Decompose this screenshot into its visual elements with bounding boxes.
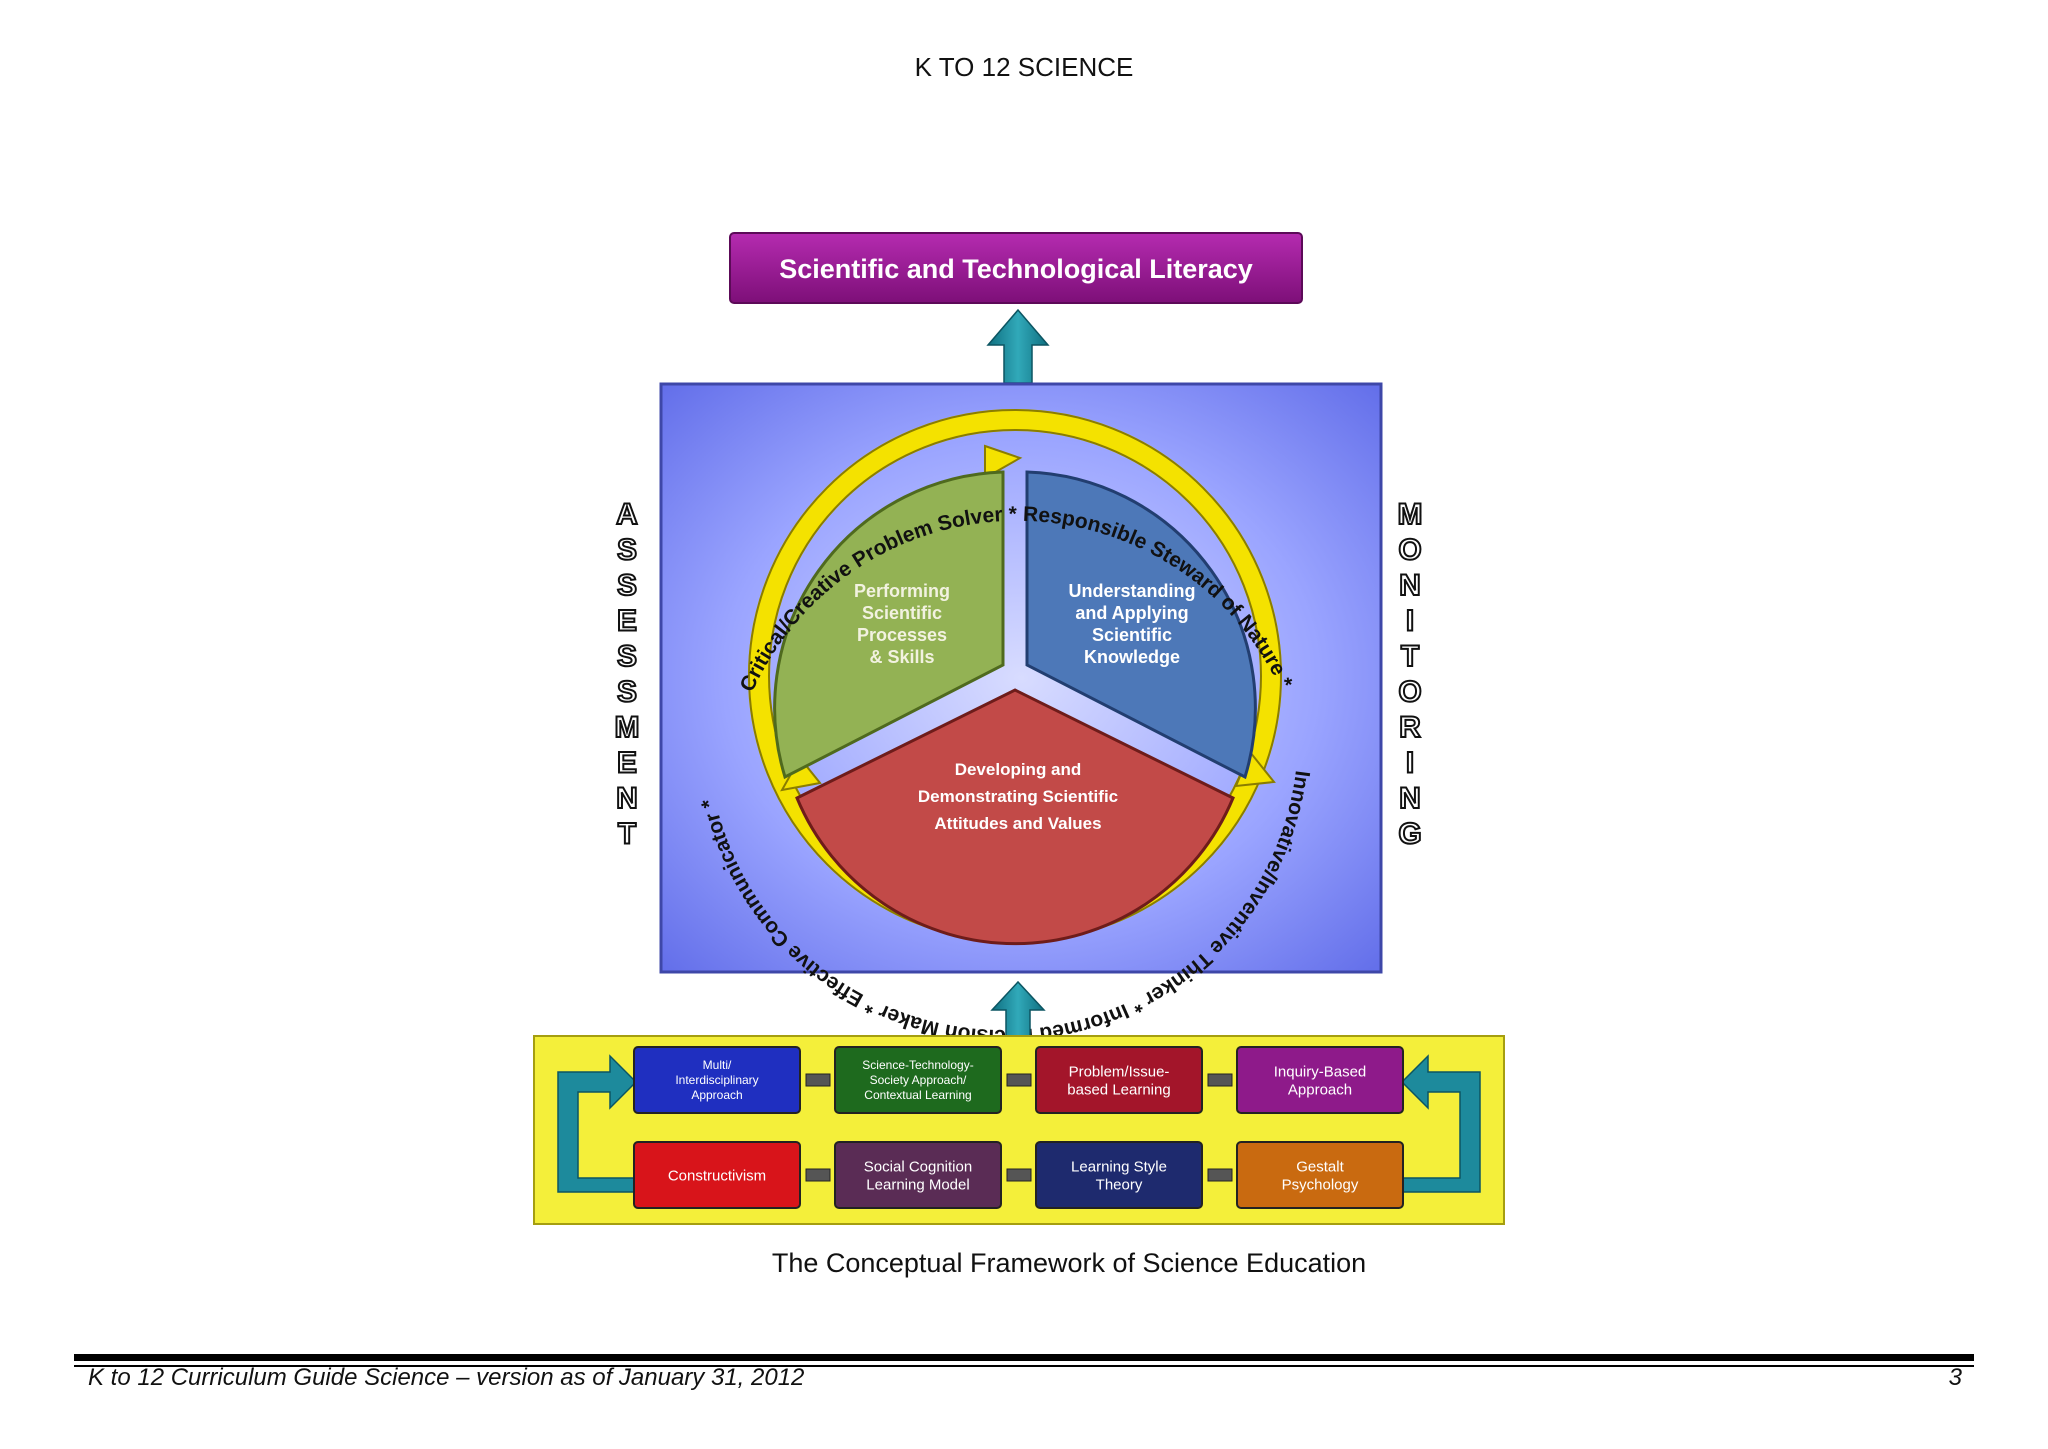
connector <box>805 1168 831 1182</box>
page-header: K TO 12 SCIENCE <box>914 52 1134 82</box>
svg-text:Understanding: Understanding <box>1068 581 1195 601</box>
approach-row2-box-label: Learning Style <box>1071 1158 1167 1175</box>
connector <box>1006 1168 1032 1182</box>
footer-rule-thick <box>74 1354 1974 1361</box>
approach-row1-box-label: Problem/Issue- <box>1069 1063 1170 1080</box>
monitoring-letter: O <box>1398 534 1421 567</box>
monitoring-letter: N <box>1399 569 1421 602</box>
approach-row1-box <box>1236 1046 1404 1114</box>
page-number: 3 <box>1948 1364 1962 1391</box>
approach-row2-box-label: Theory <box>1096 1176 1143 1193</box>
approach-row1-box-label: Inquiry-Based <box>1274 1063 1367 1080</box>
approach-row2-box <box>1035 1141 1203 1209</box>
assessment-letter: S <box>617 676 637 709</box>
monitoring-letter: N <box>1399 782 1421 815</box>
monitoring-letter: G <box>1398 818 1421 851</box>
segment-red <box>795 688 1235 946</box>
assessment-letter: A <box>616 498 638 531</box>
approach-row2-box <box>834 1141 1002 1209</box>
segment-green-label: Performing Scientific Processes & Skills <box>854 581 950 667</box>
approach-row1-box-label: based Learning <box>1067 1081 1170 1098</box>
approach-row1-box-label: Society Approach/ <box>870 1073 967 1087</box>
assessment-letter: E <box>617 605 637 638</box>
monitoring-letter: M <box>1398 498 1423 531</box>
approach-row2-box <box>1236 1141 1404 1209</box>
approach-row1-box-label: Science-Technology- <box>862 1058 973 1072</box>
approach-row1-box-label: Approach <box>691 1088 742 1102</box>
segment-red-label: Developing and Demonstrating Scientific … <box>918 760 1118 833</box>
approach-row1-box-label: Multi/ <box>703 1058 732 1072</box>
svg-text:Processes: Processes <box>857 625 947 645</box>
approach-row1-box-label: Interdisciplinary <box>675 1073 758 1087</box>
connector <box>1207 1073 1233 1087</box>
segment-blue-label: Understanding and Applying Scientific Kn… <box>1068 581 1195 667</box>
ring-arrowhead-top-icon <box>984 444 1023 480</box>
assessment-letter: T <box>618 818 636 851</box>
svg-text:Scientific: Scientific <box>862 603 942 623</box>
approach-row2-box-label: Psychology <box>1282 1176 1359 1193</box>
footer-title: K to 12 Curriculum Guide Science – versi… <box>88 1364 805 1391</box>
approach-row2-box-label: Constructivism <box>668 1167 766 1184</box>
monitoring-letter: O <box>1398 676 1421 709</box>
approach-row2-box-label: Social Cognition <box>864 1158 972 1175</box>
footer-rule-thin <box>74 1365 1974 1367</box>
svg-text:Demonstrating Scientific: Demonstrating Scientific <box>918 787 1118 806</box>
literacy-banner: Scientific and Technological Literacy <box>729 232 1303 304</box>
up-arrow-top-icon <box>986 308 1050 384</box>
svg-text:Scientific: Scientific <box>1092 625 1172 645</box>
assessment-letter: N <box>616 782 638 815</box>
svg-text:Attitudes and Values: Attitudes and Values <box>934 814 1101 833</box>
svg-text:Developing and: Developing and <box>955 760 1082 779</box>
approach-row1-box-label: Contextual Learning <box>864 1088 971 1102</box>
connector <box>1006 1073 1032 1087</box>
literacy-banner-text: Scientific and Technological Literacy <box>779 254 1253 284</box>
segment-green <box>773 470 1005 780</box>
approach-row1-box <box>1035 1046 1203 1114</box>
up-arrow-bottom-icon <box>990 980 1046 1037</box>
connector <box>805 1073 831 1087</box>
segment-blue <box>1025 470 1257 780</box>
monitoring-letter: I <box>1406 605 1414 638</box>
approach-boxes: Multi/InterdisciplinaryApproachScience-T… <box>633 1046 1404 1209</box>
assessment-letter: M <box>615 711 640 744</box>
approach-row2-box-label: Gestalt <box>1296 1158 1344 1175</box>
approach-row1-box <box>834 1046 1002 1114</box>
approach-row1-box <box>633 1046 801 1114</box>
svg-text:and Applying: and Applying <box>1075 603 1188 623</box>
assessment-letter: S <box>617 569 637 602</box>
approach-row2-box <box>633 1141 801 1209</box>
assessment-letter: S <box>617 640 637 673</box>
connector <box>1207 1168 1233 1182</box>
approach-row2-box-label: Learning Model <box>866 1176 969 1193</box>
assessment-letter: E <box>617 747 637 780</box>
monitoring-letter: R <box>1399 711 1421 744</box>
figure-caption: The Conceptual Framework of Science Educ… <box>771 1248 1367 1278</box>
approach-row1-box-label: Approach <box>1288 1081 1352 1098</box>
svg-text:Performing: Performing <box>854 581 950 601</box>
svg-text:Knowledge: Knowledge <box>1084 647 1180 667</box>
monitoring-letter: T <box>1401 640 1419 673</box>
monitoring-letter: I <box>1406 747 1414 780</box>
svg-text:& Skills: & Skills <box>869 647 934 667</box>
assessment-letter: S <box>617 534 637 567</box>
